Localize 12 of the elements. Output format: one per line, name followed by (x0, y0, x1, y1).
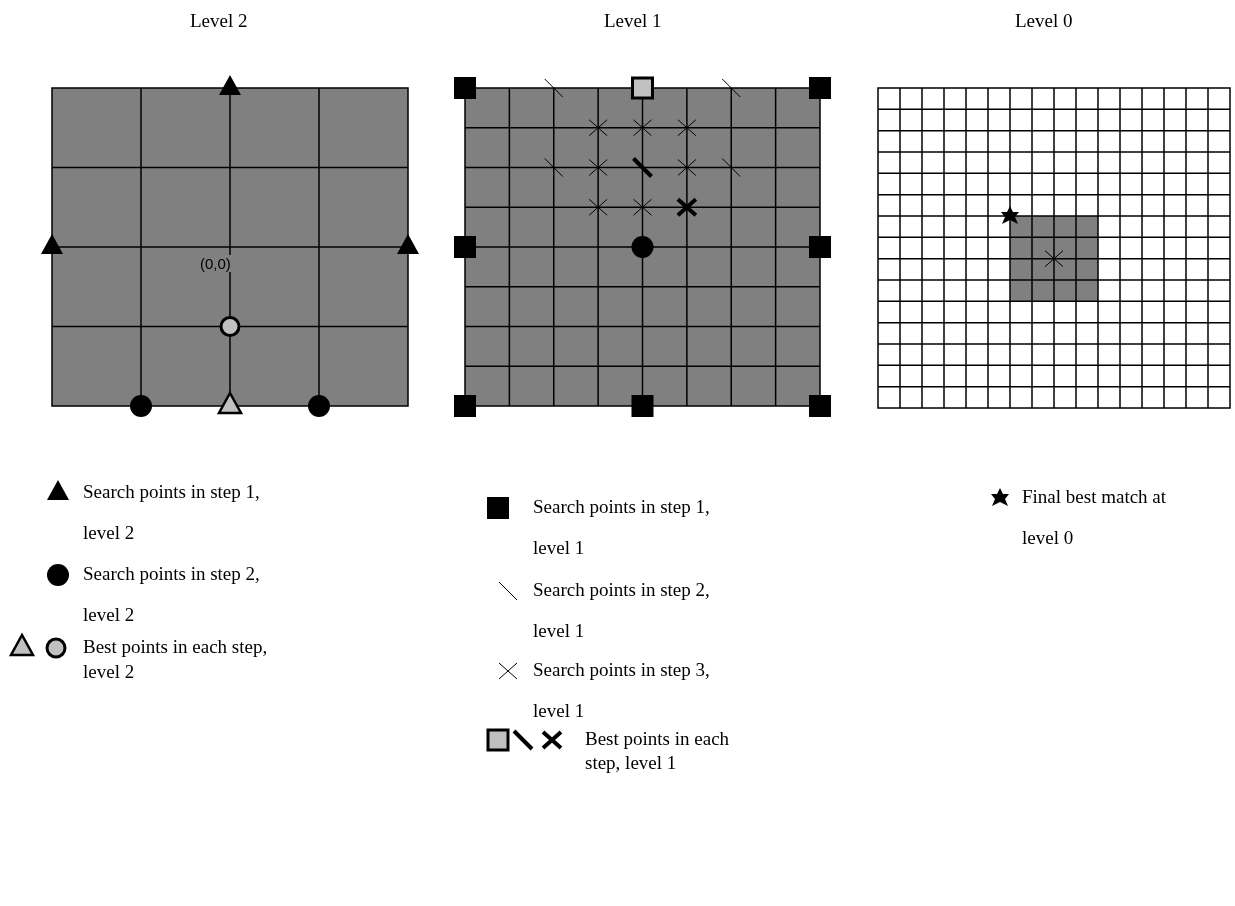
origin-label: (0,0) (198, 255, 233, 272)
level-heading: Level 1 (604, 10, 662, 32)
legend-text: Search points in step 1, level 1 (533, 495, 711, 560)
level-heading: Level 2 (190, 10, 248, 32)
legend-text: Final best match at level 0 (1022, 485, 1168, 550)
legend-text: Search points in step 1, level 2 (83, 480, 261, 545)
legend-text: Best points in each step, level 2 (83, 635, 269, 684)
legend-text: Best points in each step, level 1 (585, 727, 731, 775)
legend-text: Search points in step 2, level 2 (83, 562, 261, 627)
legend-text: Search points in step 2, level 1 (533, 578, 711, 643)
legend-text: Search points in step 3, level 1 (533, 658, 711, 723)
level-heading: Level 0 (1015, 10, 1073, 32)
